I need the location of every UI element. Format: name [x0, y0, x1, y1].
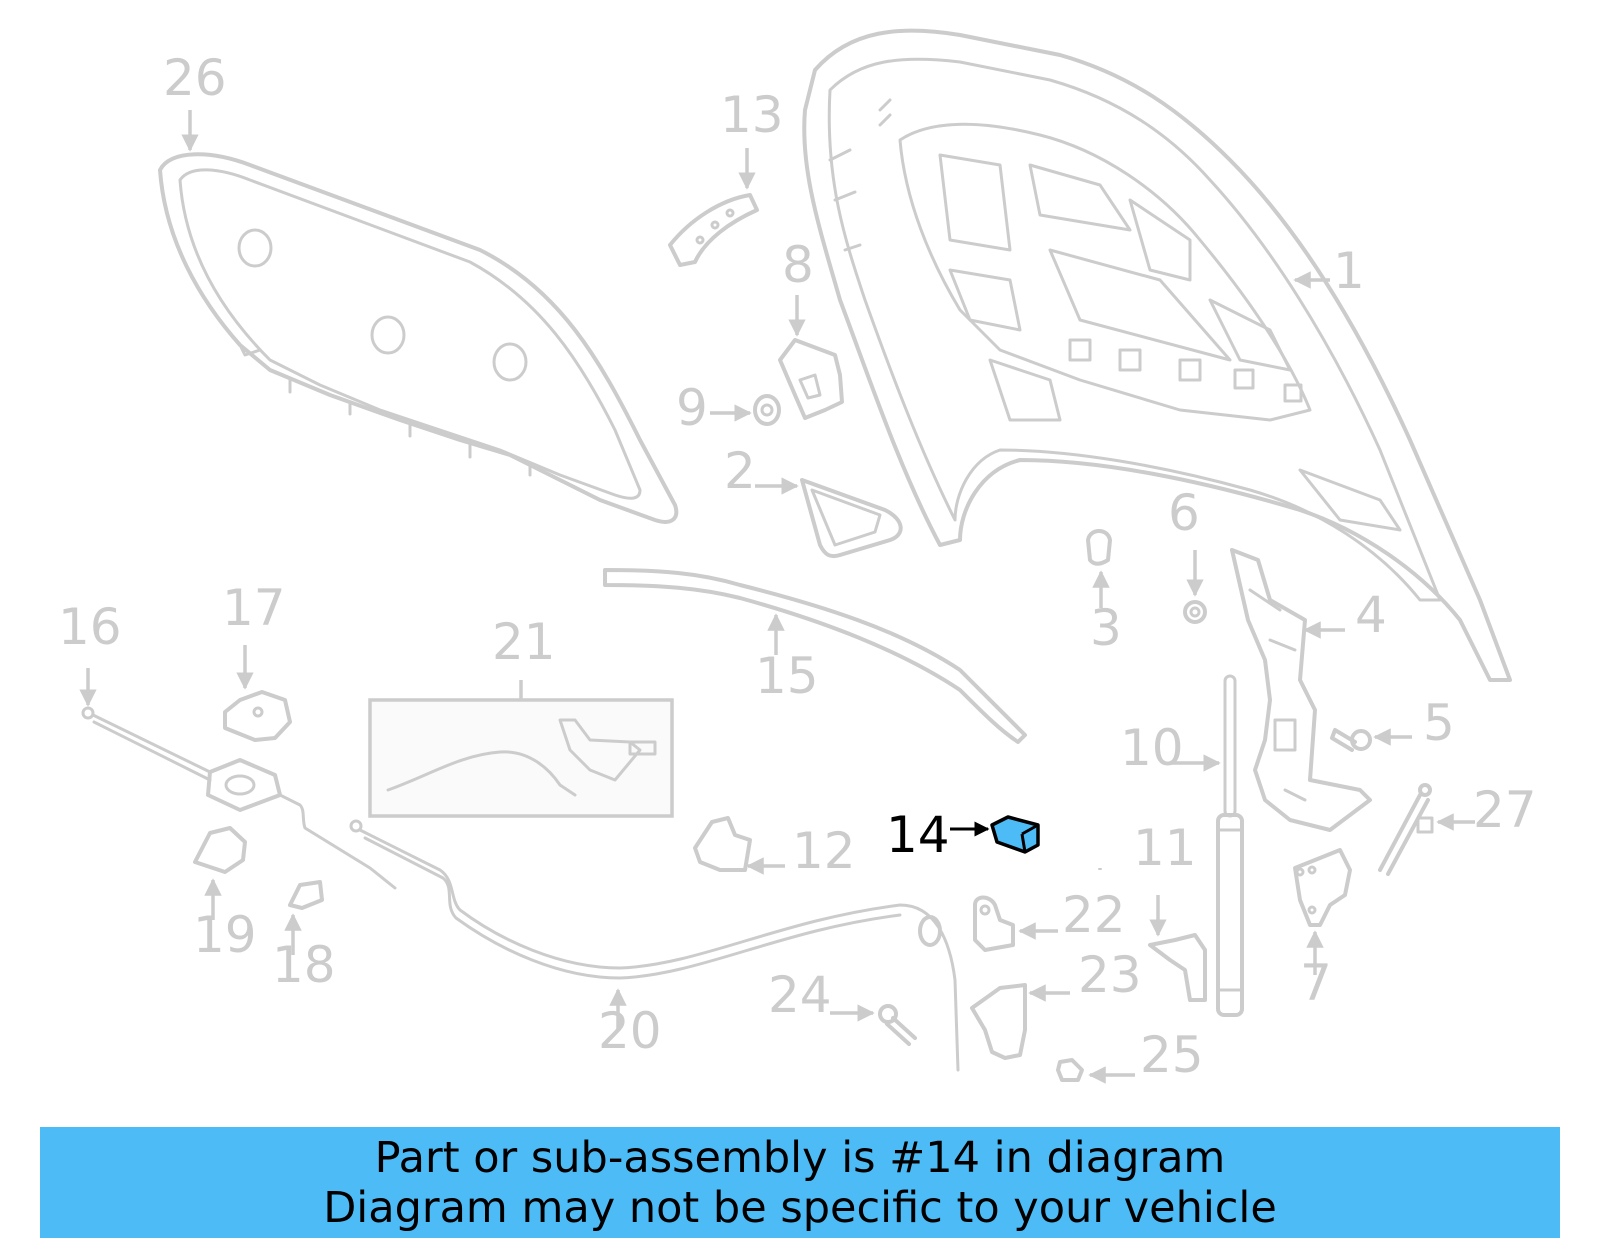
part-label-9[interactable]: 9 — [676, 379, 708, 437]
part-label-12[interactable]: 12 — [792, 822, 856, 880]
part-5-bolt[interactable] — [1330, 728, 1372, 752]
part-label-8[interactable]: 8 — [782, 236, 814, 294]
part-label-24[interactable]: 24 — [768, 966, 832, 1024]
banner-line-2: Diagram may not be specific to your vehi… — [323, 1182, 1277, 1233]
part-label-25[interactable]: 25 — [1140, 1026, 1204, 1084]
banner-line-1: Part or sub-assembly is #14 in diagram — [374, 1132, 1226, 1183]
part-27-sensor[interactable] — [1378, 783, 1434, 876]
part-label-7[interactable]: 7 — [1300, 954, 1332, 1012]
part-2-bumper[interactable] — [800, 478, 903, 559]
part-label-26[interactable]: 26 — [163, 49, 227, 107]
part-18-clip[interactable] — [288, 880, 324, 910]
part-6-nut[interactable] — [1183, 600, 1207, 624]
part-11-bracket[interactable] — [1148, 933, 1207, 1002]
part-label-23[interactable]: 23 — [1078, 946, 1142, 1004]
part-8-clip[interactable] — [778, 338, 844, 420]
part-24-bolt[interactable] — [878, 1004, 917, 1046]
part-label-13[interactable]: 13 — [720, 86, 784, 144]
part-7-bracket[interactable] — [1293, 848, 1352, 927]
part-25-clip[interactable] — [1056, 1058, 1084, 1082]
part-label-11[interactable]: 11 — [1133, 819, 1197, 877]
part-label-2[interactable]: 2 — [724, 442, 756, 500]
part-label-16[interactable]: 16 — [58, 598, 122, 656]
part-13-bracket[interactable] — [668, 193, 759, 267]
part-12-latch[interactable] — [693, 816, 752, 872]
part-14-highlighted[interactable] — [990, 815, 1040, 854]
part-label-10[interactable]: 10 — [1120, 719, 1184, 777]
part-21-kit-box[interactable] — [368, 680, 674, 818]
part-1-hood[interactable] — [802, 28, 1512, 682]
part-22-clip[interactable] — [973, 895, 1015, 952]
part-10-gas-strut[interactable] — [1216, 674, 1244, 1017]
part-label-15[interactable]: 15 — [755, 647, 819, 705]
part-label-5[interactable]: 5 — [1423, 694, 1455, 752]
part-17-pad[interactable] — [223, 690, 292, 742]
part-label-19[interactable]: 19 — [193, 906, 257, 964]
part-label-18[interactable]: 18 — [272, 936, 336, 994]
part-9-nut[interactable] — [753, 394, 781, 426]
info-banner: Part or sub-assembly is #14 in diagram D… — [40, 1127, 1560, 1238]
part-15-seal[interactable] — [603, 568, 1027, 744]
part-16-release-cable[interactable] — [81, 706, 397, 890]
part-label-14[interactable]: 14 — [886, 806, 950, 864]
part-label-4[interactable]: 4 — [1355, 586, 1387, 644]
part-label-20[interactable]: 20 — [598, 1002, 662, 1060]
part-label-27[interactable]: 27 — [1473, 781, 1537, 839]
part-3-bumper[interactable] — [1086, 529, 1112, 566]
part-23-cover[interactable] — [970, 983, 1027, 1060]
part-4-hinge[interactable] — [1230, 548, 1372, 832]
part-label-21[interactable]: 21 — [492, 613, 556, 671]
part-20-release-cable[interactable] — [349, 819, 960, 1072]
part-label-3[interactable]: 3 — [1090, 599, 1122, 657]
part-label-6[interactable]: 6 — [1168, 484, 1200, 542]
part-26-hood-insulator[interactable] — [158, 152, 679, 524]
part-19-clip[interactable] — [193, 826, 247, 874]
part-label-1[interactable]: 1 — [1333, 242, 1365, 300]
part-label-17[interactable]: 17 — [222, 579, 286, 637]
part-label-22[interactable]: 22 — [1062, 886, 1126, 944]
